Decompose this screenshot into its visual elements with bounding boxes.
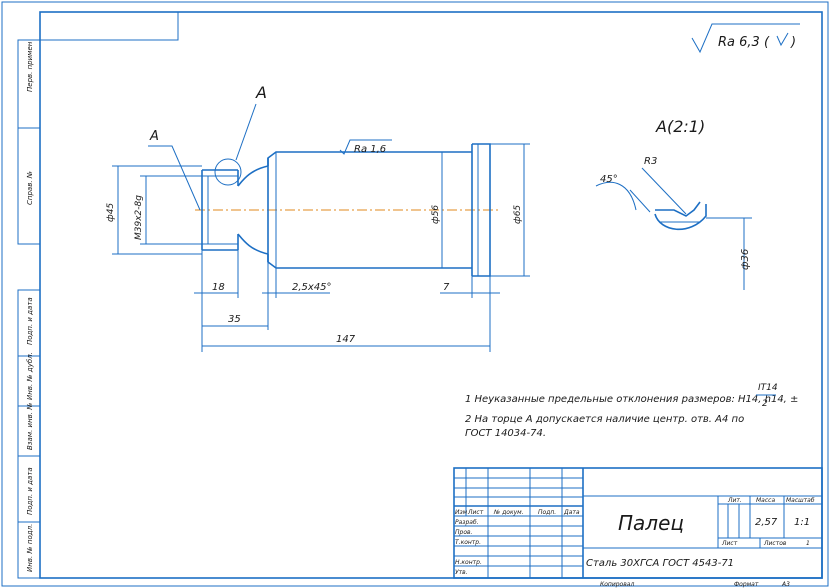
svg-text:18: 18	[212, 282, 225, 293]
view-label: A	[255, 83, 267, 102]
svg-text:45°: 45°	[600, 174, 618, 185]
side-label-7: Инв. № подл.	[26, 524, 34, 572]
detail-view: A(2:1) ф36 45° R3	[595, 117, 752, 290]
svg-text:Лит.: Лит.	[727, 497, 742, 504]
note-1: 1 Неуказанные предельные отклонения разм…	[465, 394, 798, 405]
svg-text:Ra 1,6: Ra 1,6	[354, 144, 386, 155]
format-value: А3	[781, 581, 790, 588]
svg-text:ф36: ф36	[740, 249, 751, 270]
svg-text:): )	[790, 35, 796, 50]
roughness-ra16: Ra 1,6	[339, 139, 392, 155]
svg-text:Дата: Дата	[563, 509, 580, 516]
copied-label: Копировал	[600, 581, 634, 588]
part-name: Палец	[618, 511, 684, 535]
svg-text:№ докум.: № докум.	[493, 509, 524, 516]
side-label-4: Инв. № дубл.	[26, 352, 34, 400]
note-it-num: IT14	[758, 383, 778, 393]
svg-text:Утв.: Утв.	[455, 569, 468, 576]
part-material: Сталь 30ХГСА ГОСТ 4543-71	[586, 558, 734, 569]
svg-text:Т.контр.: Т.контр.	[455, 539, 481, 546]
svg-text:Масштаб: Масштаб	[786, 497, 815, 504]
side-label-2: Справ. №	[26, 171, 34, 205]
roughness-general: Ra 6,3 ( )	[691, 23, 800, 54]
shaft-outline	[201, 143, 491, 277]
svg-text:1: 1	[806, 540, 810, 547]
top-left-box	[39, 11, 179, 41]
svg-text:Пров.: Пров.	[455, 529, 473, 536]
svg-text:Масса: Масса	[756, 497, 775, 504]
side-label-5: Взам. инв. №	[26, 402, 34, 450]
format-label: Формат	[734, 581, 759, 588]
svg-text:Подп.: Подп.	[538, 509, 556, 516]
svg-text:Ra 6,3 (: Ra 6,3 (	[718, 35, 770, 50]
svg-text:35: 35	[228, 314, 241, 325]
svg-text:A(2:1): A(2:1)	[655, 117, 705, 136]
note-2b: ГОСТ 14034-74.	[465, 428, 546, 439]
dim-d56: ф56	[431, 152, 443, 268]
note-2: 2 На торце А допускается наличие центр. …	[465, 414, 744, 425]
svg-text:R3: R3	[644, 156, 657, 167]
detail-circle	[214, 158, 242, 186]
side-label-3: Подп. и дата	[26, 297, 34, 345]
svg-text:М39х2-8g: М39х2-8g	[134, 195, 144, 240]
svg-text:147: 147	[336, 334, 356, 345]
svg-text:1:1: 1:1	[794, 517, 810, 528]
svg-text:2,57: 2,57	[755, 517, 778, 528]
svg-text:2,5х45°: 2,5х45°	[292, 282, 332, 293]
side-label-1: Перв. примен	[26, 41, 34, 92]
title-block: Изм Лист № докум. Подп. Дата Разраб. Про…	[453, 467, 823, 579]
dim-thread: М39х2-8g	[134, 175, 208, 245]
svg-text:Лист: Лист	[467, 509, 484, 516]
svg-text:Изм: Изм	[455, 509, 468, 516]
left-margin: Перв. примен Справ. № Подп. и дата Инв. …	[17, 39, 41, 579]
svg-text:ф45: ф45	[106, 203, 116, 222]
arrow-label: A	[149, 129, 159, 144]
inner-frame	[39, 11, 823, 579]
svg-text:Н.контр.: Н.контр.	[455, 559, 482, 566]
dim-d45: ф45	[106, 165, 202, 255]
side-label-6: Подп. и дата	[26, 467, 34, 515]
svg-text:Разраб.: Разраб.	[455, 519, 479, 526]
svg-text:Лист: Лист	[721, 540, 738, 547]
svg-text:7: 7	[443, 282, 450, 293]
svg-text:Листов: Листов	[763, 540, 787, 547]
svg-text:ф56: ф56	[431, 205, 441, 224]
dim-d65: ф65	[490, 143, 530, 277]
dim-lengths: 18 2,5х45° 7 35 147	[194, 250, 500, 352]
note-it-den: 2	[762, 399, 768, 409]
technical-notes: 1 Неуказанные предельные отклонения разм…	[465, 383, 798, 439]
svg-text:ф65: ф65	[513, 205, 523, 224]
